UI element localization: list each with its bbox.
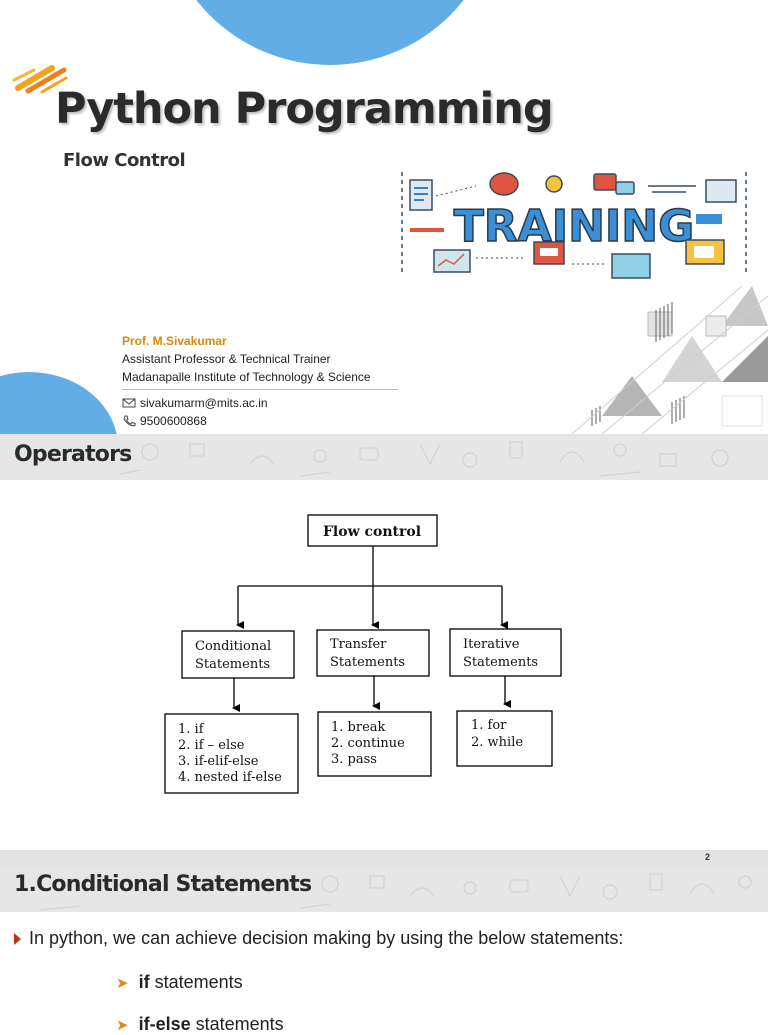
presentation-title: Python Programming: [55, 84, 554, 134]
iterative-item: 2. while: [471, 735, 523, 750]
author-block: Prof. M.Sivakumar Assistant Professor & …: [122, 334, 398, 430]
transfer-item: 1. break: [331, 720, 386, 735]
iterative-label-line1: Iterative: [463, 637, 520, 652]
sub-bullet-text: statements: [190, 1014, 284, 1034]
page-number: 2: [704, 852, 710, 862]
iterative-category-box: [449, 628, 562, 677]
sub-bullet-text: statements: [149, 972, 243, 992]
doodle-pattern: [39, 873, 752, 911]
conditional-item: 3. if-elif-else: [178, 754, 259, 769]
orange-streak-icon: [12, 65, 68, 94]
transfer-category-box: [316, 629, 430, 677]
conditional-item: 1. if: [178, 722, 205, 737]
phone-icon: [123, 415, 136, 427]
iterative-label-line2: Statements: [463, 655, 538, 670]
slide-separator: [0, 850, 768, 866]
operators-heading: Operators: [14, 442, 132, 467]
conditional-label-line1: Conditional: [195, 639, 271, 654]
training-illustration: TRAINING: [401, 172, 747, 279]
operators-header-bar: Operators: [0, 434, 768, 480]
sub-bullet-if-else: ➤ if-else statements: [116, 1014, 284, 1035]
contact-email: sivakumarm@mits.ac.in: [122, 394, 398, 412]
transfer-item: 3. pass: [331, 752, 377, 767]
presentation-subtitle: Flow Control: [63, 150, 186, 171]
conditional-label-line2: Statements: [195, 657, 270, 672]
bullet-triangle-icon: [14, 932, 21, 945]
transfer-label-line1: Transfer: [330, 637, 387, 652]
envelope-icon: [122, 398, 136, 408]
conditional-header-bar: 1.Conditional Statements: [0, 866, 768, 912]
transfer-label-line2: Statements: [330, 655, 405, 670]
transfer-items-box: [317, 711, 432, 777]
conditional-item: 2. if – else: [178, 738, 245, 753]
diagram-root-box: [307, 514, 438, 547]
geometric-decoration: [572, 286, 768, 434]
email-text: sivakumarm@mits.ac.in: [140, 396, 268, 410]
intro-bullet: In python, we can achieve decision makin…: [14, 928, 623, 949]
training-word: TRAINING: [454, 201, 694, 252]
title-slide: Python Programming Flow Control TRAINING: [0, 0, 768, 434]
author-divider: [122, 389, 398, 390]
phone-text: 9500600868: [140, 414, 207, 428]
arrow-bullet-icon: ➤: [116, 974, 129, 992]
keyword: if: [138, 972, 150, 992]
arrow-bullet-icon: ➤: [116, 1016, 129, 1034]
diagram-root-label: Flow control: [323, 524, 421, 540]
transfer-item: 2. continue: [331, 736, 405, 751]
doodle-pattern: [119, 441, 729, 477]
conditional-items-box: [164, 713, 299, 794]
conditional-item: 4. nested if-else: [178, 770, 282, 785]
author-name: Prof. M.Sivakumar: [122, 334, 227, 348]
keyword: if-else: [138, 1014, 191, 1034]
decorative-blob-left: [0, 372, 118, 434]
contact-phone: 9500600868: [122, 412, 398, 430]
conditional-category-box: [181, 630, 295, 679]
intro-bullet-text: In python, we can achieve decision makin…: [29, 928, 624, 948]
conditional-heading: 1.Conditional Statements: [14, 872, 312, 897]
author-role: Assistant Professor & Technical Trainer: [122, 352, 331, 366]
author-institution: Madanapalle Institute of Technology & Sc…: [122, 370, 371, 384]
flow-control-diagram: Flow control Conditional Statements Tran…: [164, 514, 562, 794]
iterative-items-box: [456, 710, 553, 767]
iterative-item: 1. for: [471, 718, 507, 733]
sub-bullet-if: ➤ if statements: [116, 972, 243, 993]
decorative-blob-top: [160, 0, 500, 65]
